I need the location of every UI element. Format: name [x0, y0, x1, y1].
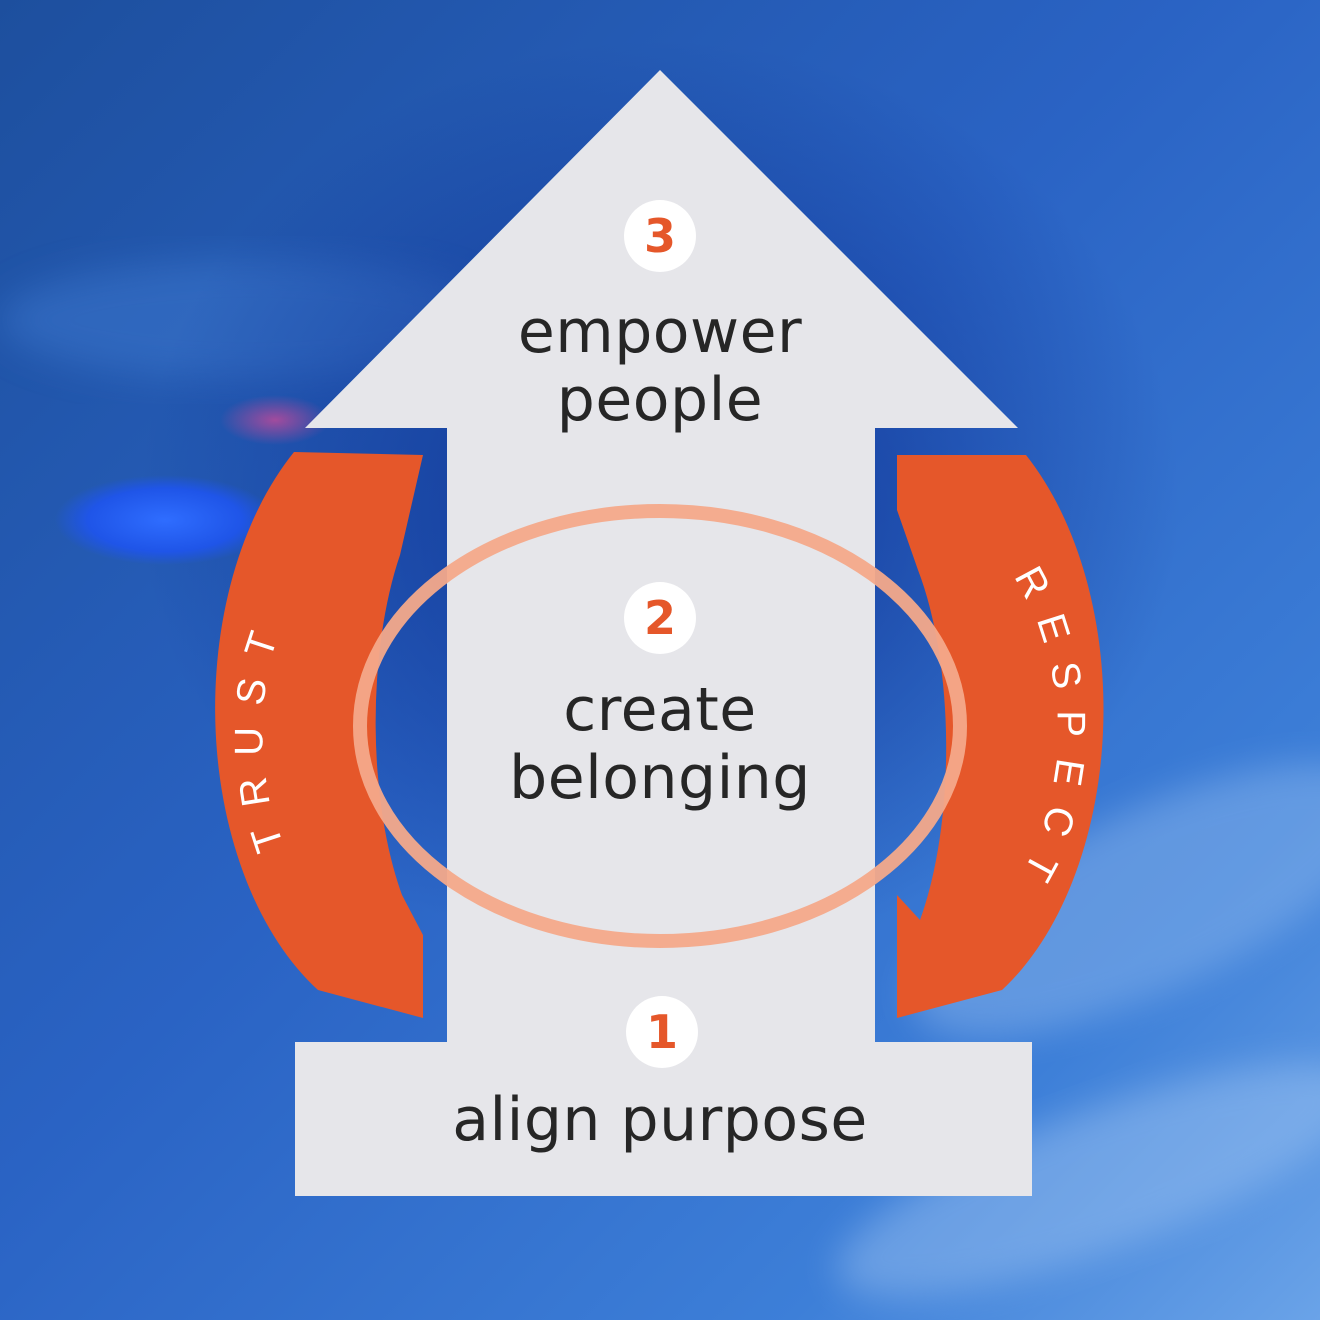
- step-2-number: 2: [624, 582, 696, 654]
- step-3-number: 3: [624, 200, 696, 272]
- respect-cycle-arrow: [897, 455, 1104, 1018]
- step-3-label-line1: empower: [517, 297, 803, 367]
- belonging-ring: [353, 504, 967, 948]
- trust-cycle-arrow: [215, 452, 423, 1018]
- step-1-label: align purpose: [452, 1085, 868, 1155]
- step-2-label: create belonging: [400, 676, 920, 812]
- step-2-label-line2: belonging: [509, 743, 811, 813]
- step-3-label: empower people: [400, 298, 920, 434]
- blue-blob: [55, 475, 275, 565]
- background-streak: [911, 763, 1320, 1037]
- step-2-label-line1: create: [563, 675, 757, 745]
- pink-blob: [220, 395, 330, 445]
- step-3-label-line2: people: [556, 365, 764, 435]
- background-streak: [835, 1063, 1320, 1297]
- step-1-number: 1: [626, 996, 698, 1068]
